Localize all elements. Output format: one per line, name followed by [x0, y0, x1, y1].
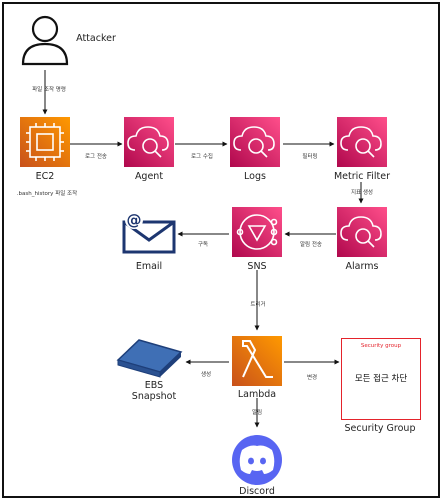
attacker-user-icon [21, 15, 69, 66]
ec2-icon [20, 117, 70, 167]
edge-label-ec2-agent: 로그 전송 [85, 154, 107, 160]
agent-cloudwatch-icon [124, 117, 174, 167]
alarms-label: Alarms [345, 261, 379, 272]
metric-filter-cloudwatch-icon [337, 117, 387, 167]
ebs-label-line2: Snapshot [131, 391, 177, 402]
security-group-label: Security Group [344, 423, 416, 434]
edge-label-sns-email: 구독 [197, 242, 209, 248]
discord-icon [232, 435, 282, 485]
edge-label-agent-logs: 로그 수집 [191, 154, 213, 160]
edge-label-lambda-discord: 알림 [251, 410, 263, 416]
alarms-cloudwatch-icon [337, 207, 387, 257]
sns-icon [232, 207, 282, 257]
svg-text:@: @ [127, 211, 142, 229]
email-label: Email [135, 261, 163, 272]
sns-label: SNS [247, 261, 267, 272]
metric-filter-label: Metric Filter [333, 171, 391, 182]
ebs-label-line1: EBS [144, 380, 164, 391]
edge-label-logs-metric: 필터링 [302, 154, 318, 160]
ebs-snapshot-icon [116, 339, 183, 378]
edge-label-alarms-sns: 알림 전송 [300, 242, 322, 248]
edge-label-attacker-ec2: 파일 조작 명령 [32, 87, 66, 93]
logs-label: Logs [244, 171, 266, 182]
discord-label: Discord [239, 486, 275, 497]
lambda-icon [232, 336, 282, 386]
bash-history-note: .bash_history 파일 조작 [16, 191, 78, 197]
logs-cloudwatch-icon [230, 117, 280, 167]
lambda-label: Lambda [237, 389, 277, 400]
agent-label: Agent [134, 171, 164, 182]
attacker-label: Attacker [76, 33, 116, 44]
security-group-box: Security group 모든 접근 차단 [341, 338, 421, 420]
edge-label-sns-lambda: 트리거 [250, 302, 266, 308]
email-envelope-icon: @ [122, 211, 176, 254]
edge-label-lambda-sg: 변경 [306, 375, 318, 381]
edge-label-lambda-ebs: 생성 [200, 372, 212, 378]
ec2-label: EC2 [35, 171, 55, 182]
security-group-box-header: Security group [360, 343, 402, 349]
edges [42, 70, 364, 428]
security-group-box-text: 모든 접근 차단 [354, 374, 408, 384]
edge-label-metric-alarms: 지표 생성 [351, 190, 373, 196]
